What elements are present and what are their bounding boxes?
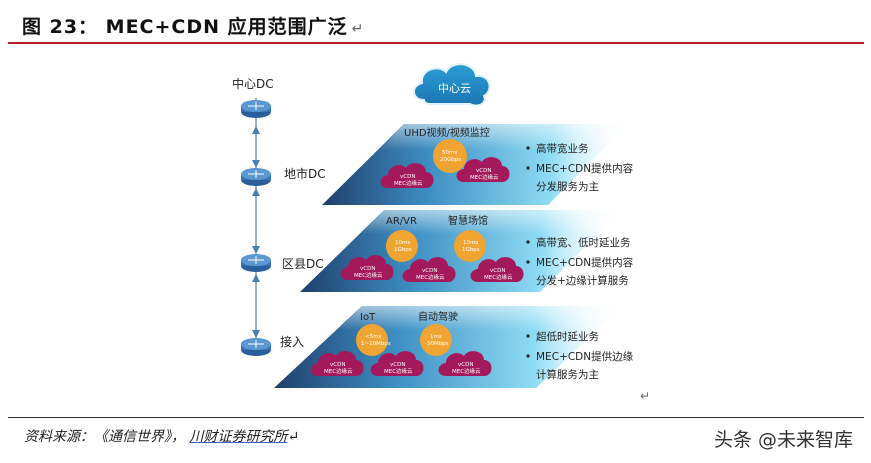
source-note: 资料来源：《通信世界》， 川财证券研究所↵ <box>24 426 299 446</box>
router-icon-center-dc <box>241 100 271 118</box>
cloud-county-1: vCDN MEC边缘云 <box>340 255 394 280</box>
cloud-county-3-line2: MEC边缘云 <box>484 273 513 281</box>
cloud-county-2: vCDN MEC边缘云 <box>402 257 456 282</box>
bullet-city-1: 高带宽业务 <box>536 142 589 155</box>
node-circle-access-1: <5ms 1~10Mbps <box>356 324 391 356</box>
bullet-dot-county-2 <box>526 260 530 264</box>
diagram-return-mark: ↵ <box>640 389 650 403</box>
source-publisher: 川财证券研究所 <box>189 429 288 445</box>
cloud-city-2: vCDN MEC边缘云 <box>456 157 510 182</box>
layer-county-sheen <box>360 210 622 234</box>
node-county-1-line2: 1Gbps <box>394 247 412 253</box>
cloud-access-1-line1: vCDN <box>330 362 345 368</box>
node-city-1-line2: 20Gbps <box>440 157 461 163</box>
bullet-county-2: MEC+CDN提供内容 <box>536 256 634 269</box>
layer-city: UHD视频/视频监控 50ms 20Gbps vCDN MEC边缘云 vCDN … <box>322 124 634 205</box>
label-access: 接入 <box>280 334 304 349</box>
bullet-city-3: 分发服务为主 <box>536 180 599 193</box>
bullet-dot-access-2 <box>526 354 530 358</box>
cloud-county-1-line1: vCDN <box>360 266 375 272</box>
source-rule <box>8 417 864 418</box>
mec-cdn-diagram: 中心DC 地市DC 区县DC 接入 中心云 UHD视频/视频监控 50ms 20… <box>232 63 650 403</box>
bullet-dot-city-2 <box>526 166 530 170</box>
source-return-mark: ↵ <box>287 429 300 445</box>
label-city-dc: 地市DC <box>284 166 326 181</box>
bullets-city: 高带宽业务 MEC+CDN提供内容 分发服务为主 <box>526 142 634 193</box>
cloud-city-2-line1: vCDN <box>476 168 491 174</box>
layer-county-header-right: 智慧场馆 <box>448 214 488 227</box>
cloud-access-1: vCDN MEC边缘云 <box>310 351 364 376</box>
bullet-city-2: MEC+CDN提供内容 <box>536 162 634 175</box>
node-access-1-line2: 1~10Mbps <box>361 341 391 347</box>
arrowhead-up-2 <box>252 188 260 196</box>
cloud-access-2: vCDN MEC边缘云 <box>370 351 424 376</box>
arrowhead-down-1 <box>252 160 260 168</box>
label-county-dc: 区县DC <box>282 257 324 271</box>
cloud-access-1-line2: MEC边缘云 <box>324 367 353 375</box>
cloud-city-1-line2: MEC边缘云 <box>394 179 423 187</box>
bullet-access-2: MEC+CDN提供边缘 <box>536 350 634 363</box>
label-center-dc: 中心DC <box>232 76 274 91</box>
arrowhead-up-1 <box>252 126 260 134</box>
cloud-county-2-line2: MEC边缘云 <box>416 273 445 281</box>
cloud-access-2-line2: MEC边缘云 <box>384 367 413 375</box>
bullet-dot-access-1 <box>526 334 530 338</box>
layer-access: IoT 自动驾驶 <5ms 1~10Mbps 1ms 50Mbps vCDN M… <box>274 306 634 388</box>
bullet-county-1: 高带宽、低时延业务 <box>536 236 631 249</box>
cloud-access-3-line1: vCDN <box>458 362 473 368</box>
node-access-2-line2: 50Mbps <box>427 341 449 347</box>
cloud-county-2-line1: vCDN <box>422 268 437 274</box>
node-city-1-line1: 50ms <box>442 150 457 156</box>
layer-access-header-left: IoT <box>360 312 376 323</box>
bullet-access-1: 超低时延业务 <box>536 330 599 343</box>
layer-city-header: UHD视频/视频监控 <box>404 126 490 139</box>
node-access-1-line1: <5ms <box>365 334 381 340</box>
node-county-2-line2: 1Gbps <box>462 247 480 253</box>
return-mark: ↵ <box>351 21 365 37</box>
router-icon-access <box>241 338 271 356</box>
layer-access-header-right: 自动驾驶 <box>418 310 458 323</box>
title-rule <box>8 42 864 44</box>
layer-access-sheen <box>338 306 622 330</box>
bullet-access-3: 计算服务为主 <box>536 368 599 381</box>
arrowhead-down-2 <box>252 246 260 254</box>
router-icon-county-dc <box>241 254 271 272</box>
figure-title: 图 23： MEC+CDN 应用范围广泛↵ <box>22 12 364 39</box>
cloud-access-3: vCDN MEC边缘云 <box>438 351 492 376</box>
watermark: 头条 @未来智库 <box>714 429 854 451</box>
cloud-access-3-line2: MEC边缘云 <box>452 367 481 375</box>
bullet-dot-county-1 <box>526 240 530 244</box>
arrowhead-down-3 <box>252 330 260 338</box>
source-prefix: 资料来源：《通信世界》， <box>24 429 190 445</box>
node-circle-county-1: 10ms 1Gbps <box>386 230 418 262</box>
cloud-city-1-line1: vCDN <box>400 174 415 180</box>
center-cloud-label: 中心云 <box>438 82 471 95</box>
node-circle-county-2: 10ms 1Gbps <box>454 230 486 262</box>
figure-title-bar: 图 23： MEC+CDN 应用范围广泛↵ <box>0 0 871 44</box>
layer-county-header-left: AR/VR <box>386 216 417 227</box>
cloud-city-2-line2: MEC边缘云 <box>470 173 499 181</box>
node-county-1-line1: 10ms <box>395 240 410 246</box>
figure-title-text: 图 23： MEC+CDN 应用范围广泛 <box>22 16 348 38</box>
bullet-dot-city-1 <box>526 146 530 150</box>
router-icon-city-dc <box>241 168 271 186</box>
bullet-county-3: 分发+边缘计算服务 <box>536 274 629 287</box>
cloud-county-3: vCDN MEC边缘云 <box>470 257 524 282</box>
layer-county: AR/VR 智慧场馆 10ms 1Gbps 10ms 1Gbps vCDN ME… <box>300 210 634 292</box>
node-county-2-line1: 10ms <box>463 240 478 246</box>
bullets-county: 高带宽、低时延业务 MEC+CDN提供内容 分发+边缘计算服务 <box>526 236 634 287</box>
cloud-access-2-line1: vCDN <box>390 362 405 368</box>
bullets-access: 超低时延业务 MEC+CDN提供边缘 计算服务为主 <box>526 330 634 381</box>
node-access-2-line1: 1ms <box>430 334 442 340</box>
cloud-county-1-line2: MEC边缘云 <box>354 271 383 279</box>
node-circle-city-1: 50ms 20Gbps <box>433 139 467 173</box>
node-circle-access-2: 1ms 50Mbps <box>420 324 452 356</box>
arrowhead-up-3 <box>252 274 260 282</box>
center-cloud-icon: 中心云 <box>413 63 491 107</box>
cloud-county-3-line1: vCDN <box>490 268 505 274</box>
cloud-city-1: vCDN MEC边缘云 <box>380 163 434 188</box>
